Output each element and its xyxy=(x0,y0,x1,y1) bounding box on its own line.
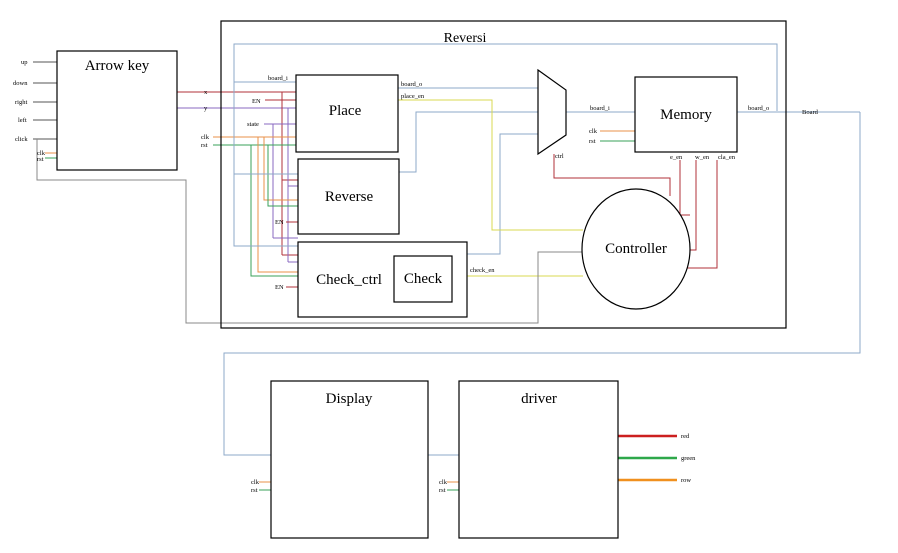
e-en-wire xyxy=(679,160,690,216)
rst-down xyxy=(250,145,298,277)
arrow-key-block xyxy=(56,50,178,171)
y-label: y xyxy=(204,105,208,112)
output-row-label: row xyxy=(681,477,691,484)
display-rst-label: rst xyxy=(251,487,258,494)
reverse-en-label: EN xyxy=(275,219,284,226)
display-title: Display xyxy=(326,391,373,407)
place-rst-label: rst xyxy=(201,142,208,149)
arrow-key-title: Arrow key xyxy=(85,58,150,74)
place-clk-label: clk xyxy=(201,134,210,141)
arrow-rst-label: rst xyxy=(37,156,44,163)
wires xyxy=(33,43,861,491)
x-label: x xyxy=(204,89,208,96)
reverse-board-o xyxy=(399,111,538,173)
place-state-label: state xyxy=(247,121,259,128)
reversi-title: Reversi xyxy=(444,31,487,46)
place-en-in-label: EN xyxy=(252,98,261,105)
output-red-label: red xyxy=(681,433,690,440)
place-board-o-label: board_o xyxy=(401,81,422,88)
place-block xyxy=(295,74,399,153)
check-block xyxy=(393,255,453,303)
memory-title: Memory xyxy=(660,107,712,123)
place-en-out-label: place_en xyxy=(401,93,425,100)
clk-reverse xyxy=(263,137,298,201)
memory-board-o-label: board_o xyxy=(748,105,769,112)
memory-block xyxy=(634,76,738,153)
input-right: right xyxy=(15,99,27,106)
driver-clk-label: clk xyxy=(439,479,448,486)
reverse-title: Reverse xyxy=(325,189,374,205)
memory-w-en-label: w_en xyxy=(695,154,710,161)
check-ctrl-title: Check_ctrl xyxy=(316,272,382,288)
memory-board-i-label: board_i xyxy=(590,105,610,112)
display-block xyxy=(270,380,429,539)
click-path xyxy=(36,139,583,324)
reversi-frame xyxy=(220,20,787,329)
mux-ctrl-label: ctrl xyxy=(555,153,564,160)
board-feedback xyxy=(233,43,778,111)
driver-rst-label: rst xyxy=(439,487,446,494)
place-board-i-label: board_i xyxy=(268,75,288,82)
check-ctrl-en-label: EN xyxy=(275,284,284,291)
input-up: up xyxy=(21,59,28,66)
reverse-block xyxy=(297,158,400,235)
mux-ctrl-wire xyxy=(553,154,671,196)
rst-reverse xyxy=(267,145,298,207)
memory-e-en-label: e_en xyxy=(670,154,683,161)
display-clk-label: clk xyxy=(251,479,260,486)
place-en-wire xyxy=(398,99,583,231)
driver-title: driver xyxy=(521,391,557,407)
mux xyxy=(537,68,567,156)
input-down: down xyxy=(13,80,28,87)
arrow-clk-label: clk xyxy=(37,150,46,157)
output-green-label: green xyxy=(681,455,696,462)
controller-block xyxy=(581,188,691,310)
board-label: Board xyxy=(802,109,819,116)
board-to-display xyxy=(223,112,861,456)
memory-rst-label: rst xyxy=(589,138,596,145)
controller-title: Controller xyxy=(605,241,667,257)
clk-down xyxy=(257,137,298,273)
board-to-check xyxy=(233,174,298,247)
place-title: Place xyxy=(329,103,362,119)
check-en-label: check_en xyxy=(470,267,495,274)
arrow-input-wires xyxy=(33,61,57,140)
check-title: Check xyxy=(404,271,443,287)
driver-block xyxy=(458,380,619,539)
input-left: left xyxy=(18,117,27,124)
input-click: click xyxy=(15,136,28,143)
check-board-o xyxy=(467,133,538,255)
memory-clk-label: clk xyxy=(589,128,598,135)
memory-cla-en-label: cla_en xyxy=(718,154,736,161)
